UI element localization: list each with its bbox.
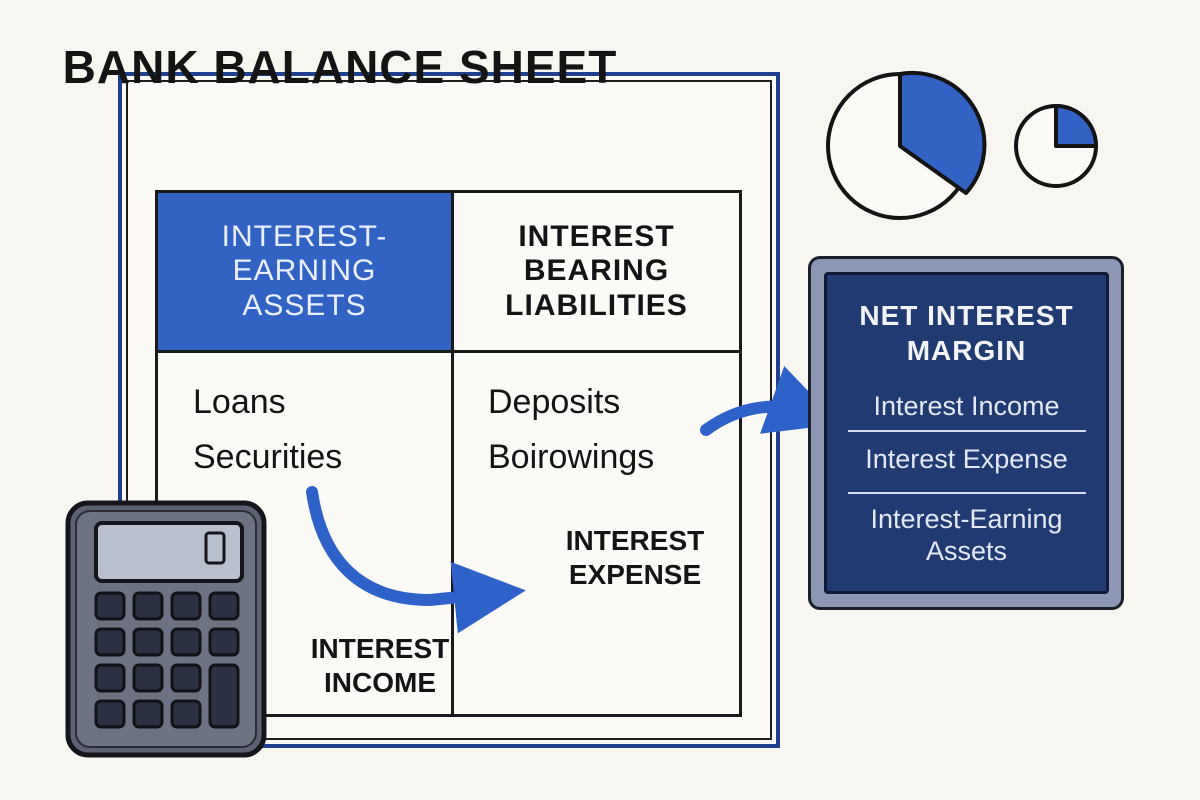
nim-divider — [848, 430, 1086, 432]
interest-expense-label: INTEREST EXPENSE — [565, 525, 705, 590]
nim-panel — [824, 272, 1109, 594]
grid-divider-vertical — [451, 190, 454, 717]
assets-header: INTEREST- EARNING ASSETS — [158, 193, 451, 350]
asset-item-securities: Securities — [193, 438, 343, 476]
nim-item-interest-expense: Interest Expense — [865, 444, 1068, 474]
liabilities-header: INTEREST BEARING LIABILITIES — [505, 219, 688, 322]
arrow-icon — [700, 366, 840, 436]
sheet-title: BANK BALANCE SHEET — [62, 41, 618, 93]
nim-title: NET INTEREST MARGIN — [859, 300, 1074, 366]
pie-chart-icon — [826, 70, 987, 220]
grid-divider-horizontal — [155, 350, 742, 353]
arrow-icon — [306, 486, 526, 634]
nim-item-interest-earning-assets: Interest-Earning Assets — [870, 504, 1063, 567]
liability-item-deposits: Deposits — [488, 383, 621, 421]
nim-divider — [848, 492, 1086, 494]
liability-item-borrowings: Boirowings — [488, 438, 655, 476]
calculator-icon — [65, 500, 267, 758]
nim-item-interest-income: Interest Income — [873, 391, 1060, 421]
pie-chart-icon — [1014, 104, 1098, 188]
interest-income-label: INTEREST INCOME — [310, 633, 450, 698]
asset-item-loans: Loans — [193, 383, 286, 421]
